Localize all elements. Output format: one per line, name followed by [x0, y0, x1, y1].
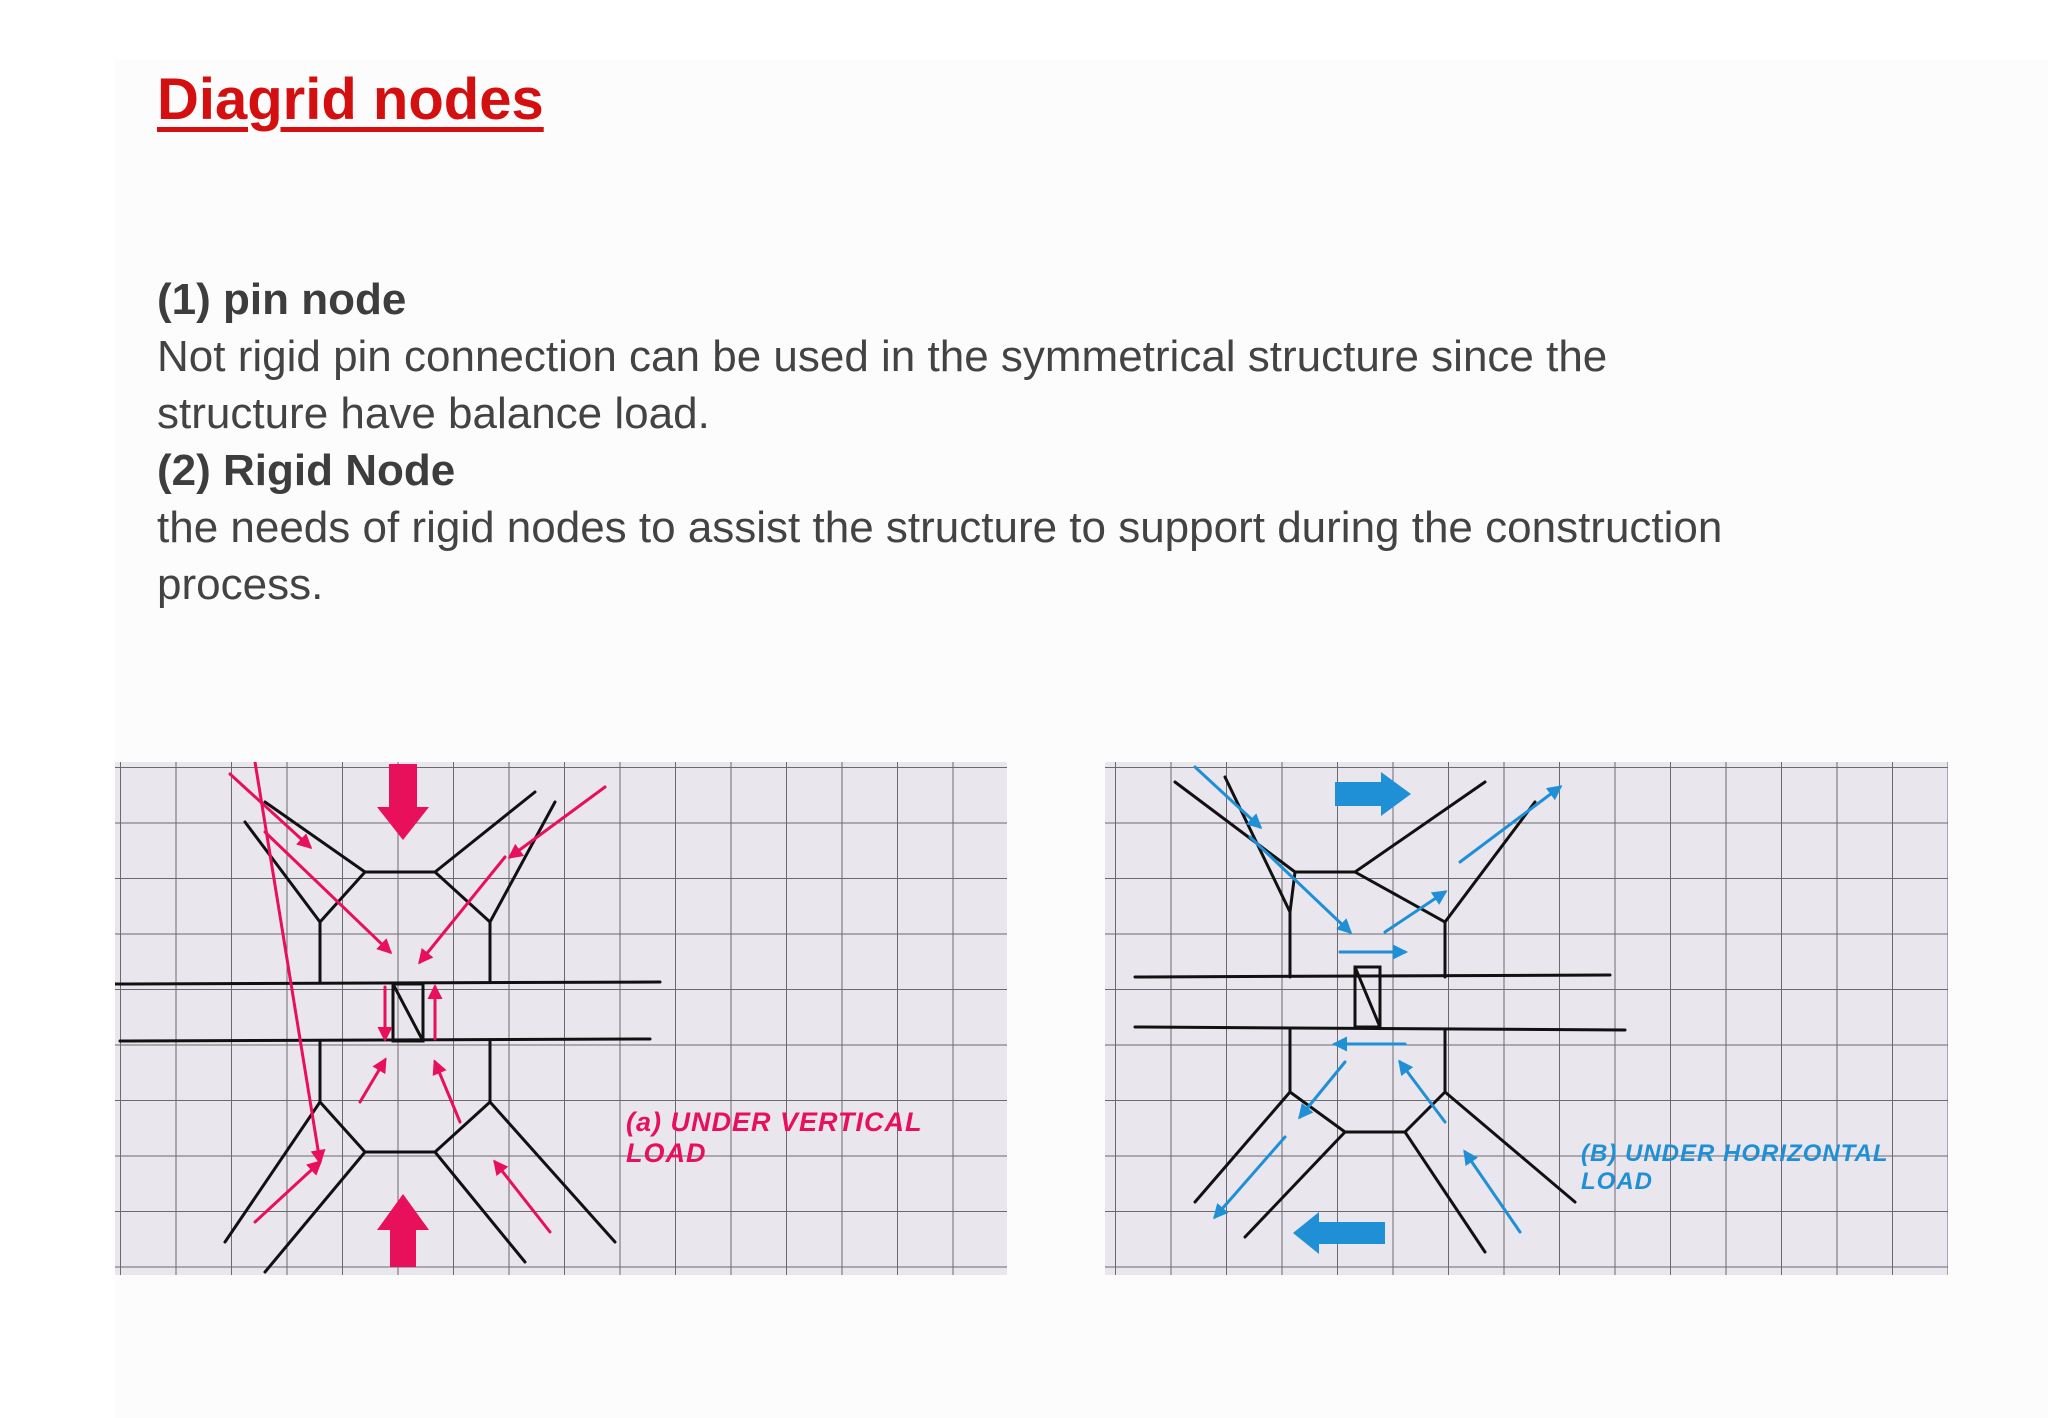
section-body-pin-node: Not rigid pin connection can be used in … — [157, 332, 1608, 438]
section-heading-pin-node: (1) pin node — [157, 275, 407, 324]
section-heading-rigid-node: (2) Rigid Node — [157, 446, 456, 495]
sketch-vertical-load: (a) UNDER VERTICAL LOAD — [115, 762, 1007, 1275]
vertical-load-drawing — [115, 762, 1007, 1275]
sketch-horizontal-load: (B) UNDER HORIZONTAL LOAD — [1105, 762, 1948, 1275]
slide-content: (1) pin node Not rigid pin connection ca… — [157, 271, 1977, 613]
sketch-caption-horizontal: (B) UNDER HORIZONTAL LOAD — [1581, 1140, 1889, 1195]
sketch-caption-vertical: (a) UNDER VERTICAL LOAD — [626, 1107, 923, 1168]
slide-title: Diagrid nodes — [157, 67, 544, 132]
horizontal-load-drawing — [1105, 762, 1948, 1275]
section-body-rigid-node: the needs of rigid nodes to assist the s… — [157, 503, 1723, 609]
